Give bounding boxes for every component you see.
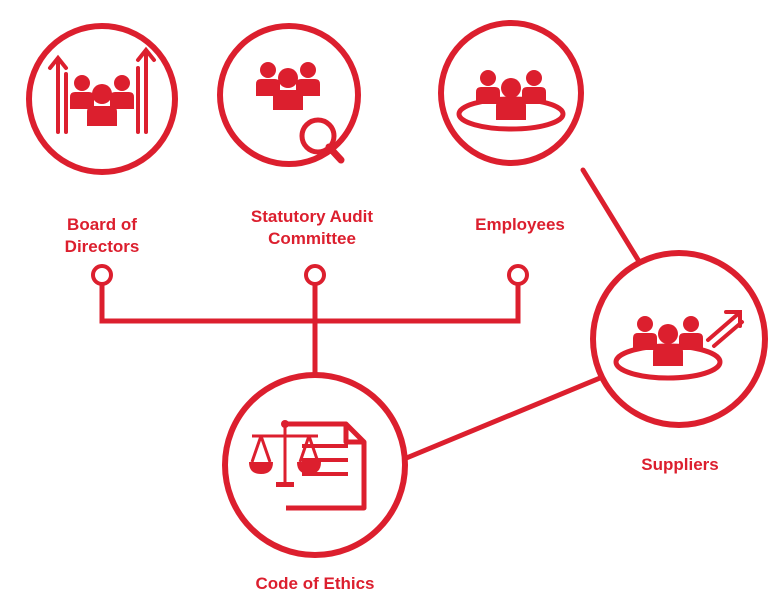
- audit-label-line-2: Committee: [268, 229, 356, 248]
- ethics-suppliers-line: [401, 375, 603, 462]
- board-label-line-1: Board of: [67, 215, 137, 234]
- employees-suppliers-line: [580, 167, 643, 266]
- pin-terminals: [91, 264, 529, 286]
- bus-line: [99, 282, 521, 324]
- audit-search-icon: [256, 62, 345, 164]
- employees-group-icon: [456, 70, 566, 132]
- pin-audit: [304, 264, 326, 286]
- ethics-label-line-1: Code of Ethics: [255, 574, 375, 593]
- employees-label-line-1: Employees: [475, 215, 565, 234]
- pin-employees: [507, 264, 529, 286]
- employees-label: Employees: [450, 214, 590, 236]
- suppliers-growth-icon: [613, 310, 744, 381]
- audit-label: Statutory Audit Committee: [222, 206, 402, 250]
- board-label-line-2: Directors: [64, 237, 140, 256]
- ethics-scales-document-icon: [249, 420, 367, 511]
- board-label: Board of Directors: [42, 214, 162, 258]
- board-growth-icon: [48, 46, 156, 134]
- connectors: [99, 167, 643, 462]
- suppliers-label-line-1: Suppliers: [641, 455, 719, 474]
- suppliers-label: Suppliers: [620, 454, 740, 476]
- audit-label-line-1: Statutory Audit: [250, 207, 374, 226]
- pin-board: [91, 264, 113, 286]
- ethics-label: Code of Ethics: [225, 573, 405, 595]
